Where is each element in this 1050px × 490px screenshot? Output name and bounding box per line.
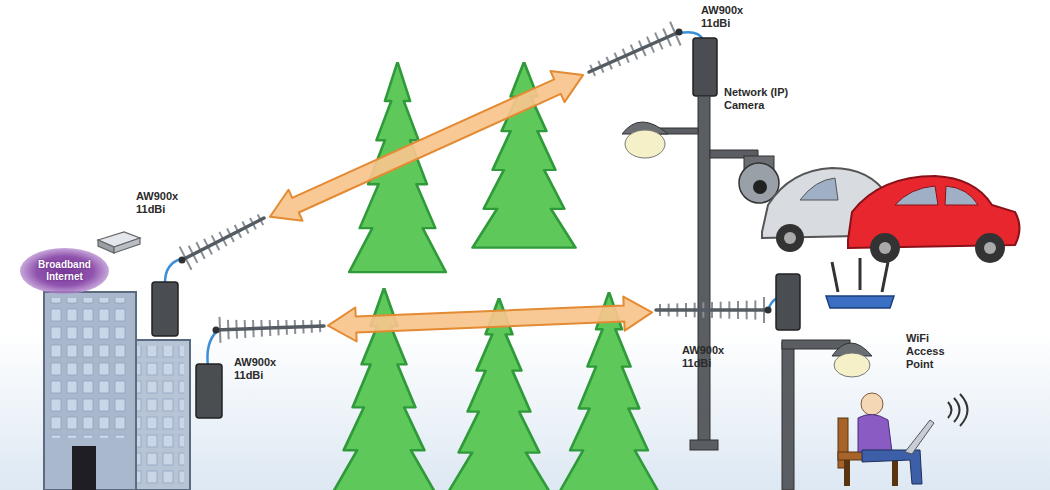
internet-glow: Broadband Internet [20,248,109,294]
wifi-wave [948,402,952,418]
wifi-router [826,258,894,308]
device-label: WiFi Access Point [906,332,945,371]
antenna-node: AW900x 11dBi [176,210,270,266]
car-window [895,186,938,205]
yagi-antenna [212,314,328,342]
wheel [870,233,900,263]
wheel [776,224,804,252]
car-window [945,186,978,205]
head [861,393,883,415]
trees [332,62,658,490]
lamp-post [782,340,872,490]
antenna-node: AW900x 11dBi [212,314,328,342]
node-label: Broadband Internet [38,259,91,283]
wifi-wave [954,398,960,422]
antenna-label: AW900x 11dBi [701,4,743,30]
antenna-label: AW900x 11dBi [136,190,178,216]
building-annex [128,340,190,490]
yagi-antenna [176,210,270,266]
camera-lens [753,180,767,194]
cables [165,32,778,366]
radio-unit [693,38,717,96]
link-arrow [328,297,652,342]
door [72,446,96,490]
antenna-boom [216,326,324,330]
lamp-glass [834,353,870,377]
router-antenna [882,262,888,292]
windows [50,298,130,438]
radio-unit [776,274,800,330]
yagi-antenna [652,296,772,324]
antenna-label: AW900x 11dBi [234,356,276,382]
device-label: Network (IP) Camera [724,86,798,112]
yagi-antenna [583,26,685,78]
router-box [98,232,140,253]
antenna-label: AW900x 11dBi [682,344,724,370]
link-arrow [270,71,583,221]
hub [879,242,891,254]
legs [862,450,922,484]
windows [134,346,184,486]
router-side [98,240,114,253]
person-on-bench [838,393,968,486]
router-front [114,238,140,253]
bench-leg [844,460,850,486]
torso [858,414,892,452]
hub [784,232,796,244]
cable [165,259,181,283]
car-window [800,178,838,200]
radio-unit [152,282,178,336]
router-body [826,296,894,308]
laptop [905,420,934,454]
hub [984,242,996,254]
wheel [975,233,1005,263]
antenna-mount [676,29,683,36]
antenna-node: AW900x 11dBi [652,296,772,324]
cars [762,168,1020,263]
pole [698,96,710,446]
router-antenna [832,262,838,292]
radio-unit [196,364,222,418]
camera-pole [622,96,779,450]
bench-leg [892,460,898,486]
wifi-wave [960,394,968,426]
antenna-mount [179,257,186,264]
pole-base [690,440,718,450]
antenna-mount [213,327,220,334]
pole [782,342,794,490]
antenna-boom [589,32,679,72]
building-main [44,292,136,490]
lamp-glass [625,130,665,158]
antenna-boom [656,308,768,312]
antenna-mount [765,307,772,314]
cable [207,331,217,366]
antenna-node: AW900x 11dBi [583,26,685,78]
antenna-boom [182,218,264,260]
router-antenna [859,258,862,290]
